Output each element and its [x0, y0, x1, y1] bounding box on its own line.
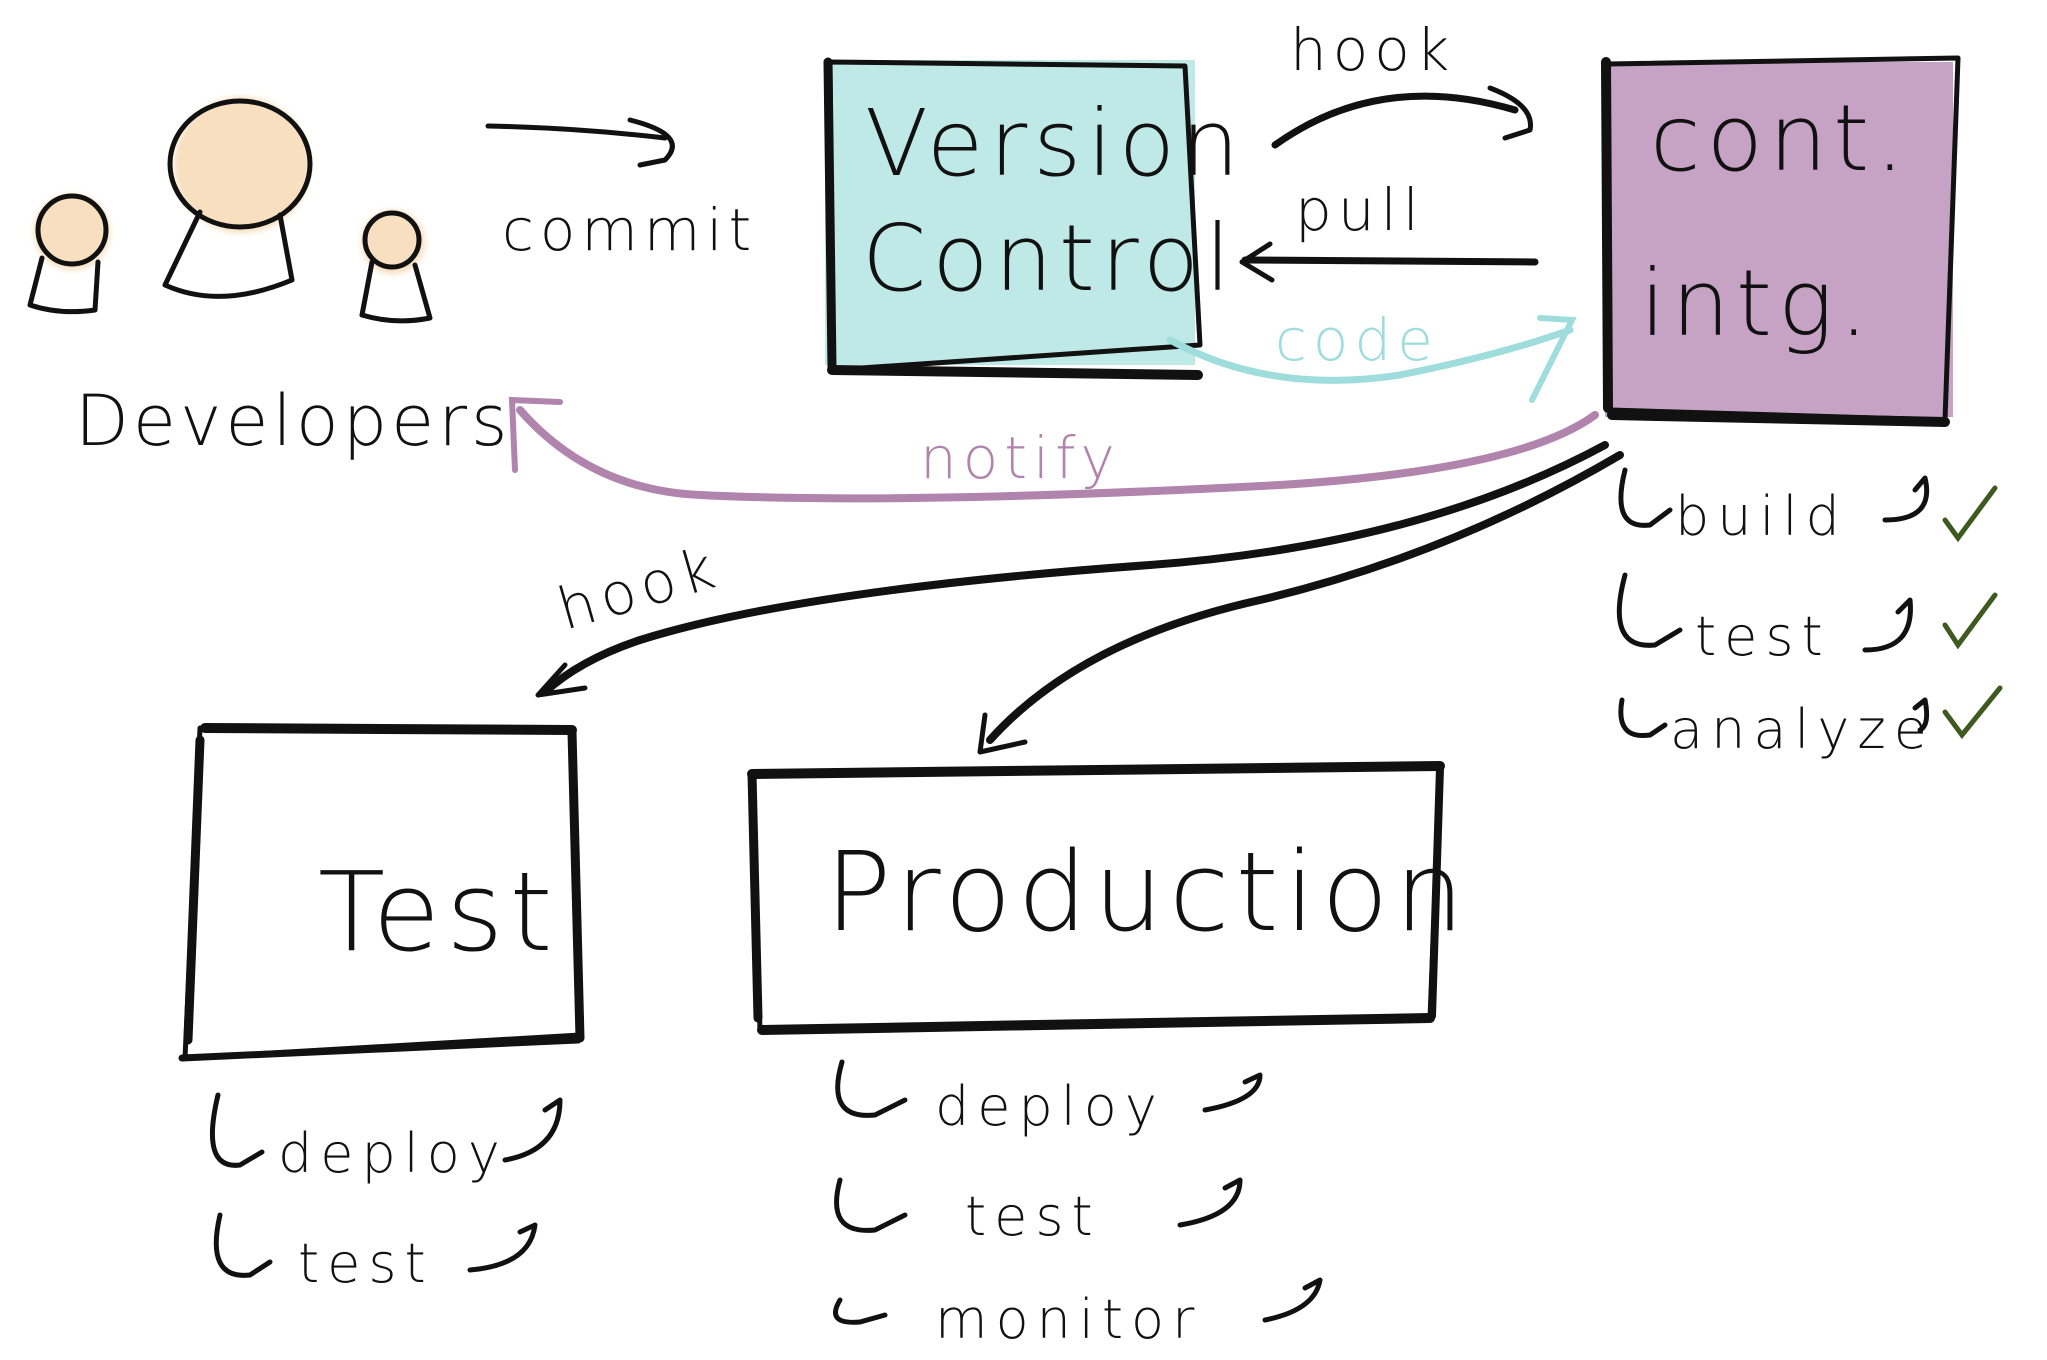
production-steps: deploy test monitor [833, 1059, 1323, 1351]
ci-label-line2: intg. [1640, 250, 1874, 357]
hook-vc-ci-edge: hook [1271, 16, 1533, 149]
ci-step-label: build [1675, 485, 1848, 548]
commit-arrow [485, 123, 668, 141]
hook-vc-ci-arrow-head [1487, 85, 1533, 141]
production-border-bottom-thick [757, 1013, 1435, 1035]
people-icon [27, 97, 433, 324]
ci-step-analyze: analyze [1618, 685, 2003, 761]
ci-production-arrow [986, 451, 1624, 744]
production-step-label: monitor [935, 1288, 1202, 1351]
ci-box[interactable]: cont. intg. [1601, 55, 1961, 427]
developer-head-left-outline [35, 193, 109, 267]
developers-label: Developers [75, 380, 511, 462]
test-step-test: test [213, 1212, 538, 1295]
production-border-left-thick [747, 769, 763, 1023]
hook-ci-test-arrow [541, 441, 1609, 696]
test-border-top-thick [200, 723, 577, 735]
test-border-right-thick [567, 727, 585, 1043]
version-control-fill [825, 60, 1195, 365]
version-control-box[interactable]: Version Control [823, 57, 1245, 380]
production-border-right-thick [1428, 764, 1444, 1020]
notify-arrow-head [508, 396, 563, 473]
developer-head-middle-outline [167, 98, 313, 230]
test-border-left-thick [183, 735, 205, 1045]
curl-up-icon [1202, 1072, 1263, 1113]
ci-border-bottom-thick [1607, 410, 1950, 427]
step-arrow-icon [1618, 697, 1668, 739]
ci-production-edge [977, 451, 1624, 755]
ci-step-build: build [1618, 467, 1998, 548]
version-control-label-line2: Control [862, 205, 1237, 312]
step-arrow-icon [213, 1212, 273, 1278]
step-arrow-icon [834, 1177, 908, 1233]
developer-head-left [34, 194, 110, 270]
curl-up-icon [1262, 1277, 1323, 1323]
step-arrow-icon [1616, 572, 1683, 648]
developer-body-left [27, 255, 101, 315]
production-border-top-thick [747, 761, 1445, 779]
check-icon [1942, 685, 2003, 740]
step-arrow-icon [1618, 467, 1673, 528]
step-arrow-icon [209, 1092, 265, 1168]
check-icon [1942, 485, 1998, 543]
developer-body-right [359, 259, 433, 324]
hook-vc-ci-label: hook [1290, 16, 1455, 84]
step-arrow-icon [833, 1297, 888, 1325]
test-step-label: deploy [278, 1122, 508, 1185]
ci-label-line1: cont. [1650, 85, 1911, 192]
production-box-label: Production [825, 828, 1470, 956]
pull-edge: pull [1239, 176, 1539, 283]
production-box[interactable]: Production [747, 761, 1470, 1035]
production-step-monitor: monitor [833, 1277, 1323, 1351]
developer-body-middle [162, 209, 295, 299]
ci-production-arrow-head [977, 712, 1028, 755]
notify-edge: notify [508, 396, 1599, 503]
commit-arrow-head [627, 117, 675, 168]
commit-label: commit [502, 196, 757, 264]
test-box[interactable]: Test [178, 723, 585, 1062]
developer-head-right-outline [362, 210, 422, 270]
test-border-bottom-thick [178, 1036, 582, 1062]
version-control-border-left-thick [823, 57, 837, 373]
hook-ci-test-arrow-head [535, 662, 588, 698]
notify-label: notify [920, 424, 1121, 492]
version-control-border-bottom-thick [827, 365, 1203, 380]
curl-up-icon [467, 1222, 538, 1273]
curl-up-icon [1177, 1177, 1243, 1228]
test-step-label: test [298, 1232, 434, 1295]
ci-border-left-thick [1601, 57, 1613, 413]
curl-up-icon [1912, 697, 1930, 733]
step-arrow-icon [835, 1059, 908, 1118]
developer-head-middle [174, 97, 310, 233]
notify-arrow [516, 406, 1599, 503]
commit-edge: commit [485, 117, 757, 264]
curl-up-icon [1882, 475, 1930, 523]
code-arrow [1166, 326, 1574, 384]
version-control-label-line1: Version [865, 90, 1245, 197]
code-edge: code [1166, 306, 1577, 403]
code-arrow-head [1529, 315, 1577, 403]
hook-vc-ci-arrow [1271, 92, 1519, 149]
production-step-label: test [965, 1185, 1101, 1248]
production-step-test: test [834, 1177, 1243, 1248]
production-step-label: deploy [935, 1075, 1165, 1138]
curl-up-icon [502, 1097, 563, 1163]
curl-up-icon [1862, 597, 1913, 653]
developers-group: Developers [27, 97, 511, 462]
pull-arrow [1241, 256, 1539, 266]
ci-steps: build test analyze [1616, 467, 2003, 761]
ci-fill [1605, 62, 1953, 417]
ci-step-label: test [1695, 605, 1831, 668]
test-box-label: Test [318, 848, 559, 976]
ci-step-test: test [1616, 572, 1998, 668]
code-label: code [1275, 306, 1439, 374]
pull-label: pull [1295, 176, 1425, 244]
test-step-deploy: deploy [209, 1092, 563, 1185]
test-steps: deploy test [209, 1092, 563, 1295]
pull-arrow-head [1239, 241, 1275, 283]
ci-step-label: analyze [1670, 698, 1935, 761]
production-step-deploy: deploy [835, 1059, 1263, 1138]
check-icon [1942, 592, 1998, 650]
